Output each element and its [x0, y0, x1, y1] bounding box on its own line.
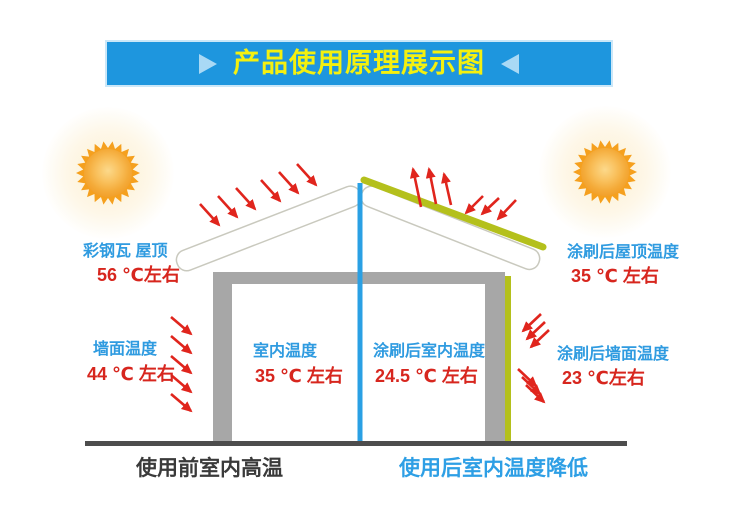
label-indoor-after: 涂刷后室内温度 — [373, 343, 486, 360]
reflected-arrows-right-wall — [517, 368, 546, 404]
banner-right-triangle-icon — [501, 53, 519, 74]
incoming-arrows-left-wall — [170, 316, 193, 413]
value-roof-temp-before: 56 ℃左右 — [97, 265, 180, 285]
label-wall-before: 墙面温度 — [93, 341, 158, 358]
coating-right-wall — [505, 276, 511, 443]
incoming-arrows-right-wall — [521, 313, 550, 349]
ground-line — [85, 441, 627, 446]
value-wall-temp-after: 23 ℃左右 — [562, 368, 645, 388]
value-roof-temp-after: 35 ℃ 左右 — [571, 266, 659, 286]
label-roof-before: 彩钢瓦 屋顶 — [83, 243, 168, 260]
incoming-arrows-right-roof — [464, 195, 517, 221]
center-divider — [357, 183, 363, 443]
heat-arrows — [170, 163, 550, 413]
caption-after: 使用后室内温度降低 — [399, 457, 588, 480]
label-roof-after: 涂刷后屋顶温度 — [567, 244, 680, 261]
reflected-arrows-right-roof — [409, 167, 453, 208]
left-roof-panel — [175, 185, 362, 272]
sun-icon — [76, 141, 140, 205]
sun-icon — [573, 140, 637, 204]
right-wall — [485, 272, 505, 443]
left-wall — [213, 272, 232, 443]
caption-before: 使用前室内高温 — [136, 457, 283, 480]
coating-right-roof — [360, 176, 547, 251]
value-indoor-temp-after: 24.5 ℃ 左右 — [375, 366, 478, 386]
label-wall-after: 涂刷后墙面温度 — [557, 346, 670, 363]
value-indoor-temp-before: 35 ℃ 左右 — [255, 366, 343, 386]
banner-left-triangle-icon — [199, 53, 217, 74]
incoming-arrows-left-roof — [199, 163, 318, 227]
value-wall-temp-before: 44 ℃ 左右 — [87, 364, 175, 384]
page-title: 产品使用原理展示图 — [233, 48, 485, 78]
label-indoor-before: 室内温度 — [253, 343, 318, 360]
title-banner: 产品使用原理展示图 — [105, 40, 613, 87]
